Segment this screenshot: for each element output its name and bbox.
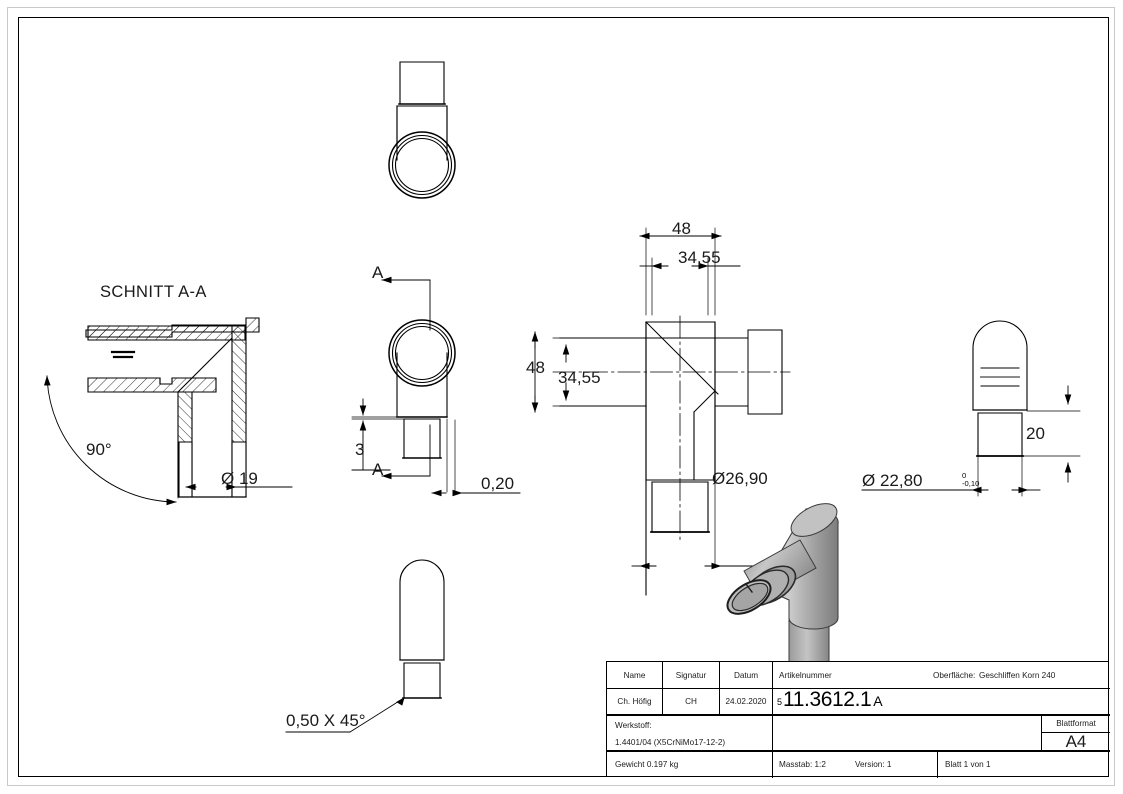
value-version: Version: 1 bbox=[855, 759, 892, 769]
view-top bbox=[388, 61, 456, 199]
view-front bbox=[351, 276, 521, 497]
th-signature: Signatur bbox=[675, 670, 707, 680]
view-bottom bbox=[285, 559, 445, 733]
th-material: Werkstoff: bbox=[615, 720, 652, 730]
chamfer-note-label: 0,50 X 45° bbox=[286, 711, 366, 730]
tb-vline-1 bbox=[662, 662, 664, 714]
value-scale: Masstab: 1:2 bbox=[779, 759, 826, 769]
tb-hline-2 bbox=[607, 714, 1110, 716]
tb-hline-3 bbox=[607, 750, 1110, 752]
value-date: 24.02.2020 bbox=[725, 696, 767, 706]
view-section-aa bbox=[44, 317, 293, 506]
tolerance-upper: 0 bbox=[962, 471, 967, 480]
th-surface: Oberfläche: bbox=[933, 670, 976, 680]
surface-value: Geschliffen Korn 240 bbox=[979, 670, 1056, 680]
title-block: Name Signatur Datum Artikelnummer Oberfl… bbox=[606, 661, 1110, 778]
value-signature: CH bbox=[685, 696, 697, 706]
width-inner-dimension-label: 34,55 bbox=[678, 248, 721, 267]
tb-hline-1 bbox=[607, 688, 1110, 690]
view-isometric-3d bbox=[726, 503, 839, 672]
bore-diameter-label: Ø 19 bbox=[221, 469, 258, 488]
value-material: 1.4401/04 (X5CrNiMo17-12-2) bbox=[615, 737, 726, 747]
article-number-group: 5 11.3612.1 A bbox=[777, 688, 883, 714]
th-sheet-format: Blattformat bbox=[1056, 718, 1096, 728]
view-center bbox=[531, 227, 791, 596]
section-view-title: SCHNITT A-A bbox=[100, 283, 207, 301]
width-outer-dimension-label: 48 bbox=[672, 219, 691, 238]
tolerance-block: 0 -0,10 bbox=[962, 472, 979, 487]
wall-thickness-label: 0,20 bbox=[481, 474, 515, 493]
value-sheet: Blatt 1 von 1 bbox=[945, 759, 991, 769]
value-sheet-format: A4 bbox=[1065, 731, 1087, 751]
th-article-number: Artikelnummer bbox=[779, 670, 832, 680]
article-number-prefix: 5 bbox=[777, 697, 783, 707]
value-name: Ch. Höfig bbox=[617, 696, 652, 706]
tb-vline-2 bbox=[719, 662, 721, 714]
tolerance-lower: -0,10 bbox=[962, 478, 980, 488]
tb-vline-5 bbox=[937, 750, 939, 778]
angle-dimension-label: 90° bbox=[86, 440, 112, 459]
value-weight: Gewicht 0.197 kg bbox=[615, 759, 679, 769]
tb-vline-3 bbox=[772, 662, 774, 778]
section-mark-a-bottom: A bbox=[372, 460, 384, 479]
article-number-suffix: A bbox=[873, 693, 883, 709]
tb-hline-4 bbox=[1041, 732, 1110, 734]
article-number-value: 11.3612.1 bbox=[783, 688, 872, 711]
cap-length-label: 20 bbox=[1026, 424, 1045, 443]
tb-vline-4 bbox=[1041, 714, 1043, 750]
cap-diameter-label: Ø 22,80 bbox=[862, 471, 923, 490]
height-inner-dimension-label: 34,55 bbox=[558, 368, 601, 387]
th-name: Name bbox=[623, 670, 646, 680]
outer-diameter-dimension-label: Ø26,90 bbox=[712, 469, 768, 488]
section-mark-a-top: A bbox=[372, 263, 384, 282]
th-date: Datum bbox=[733, 670, 759, 680]
height-outer-dimension-label: 48 bbox=[526, 358, 545, 377]
view-right bbox=[861, 320, 1081, 497]
step-dimension-label: 3 bbox=[355, 440, 365, 459]
